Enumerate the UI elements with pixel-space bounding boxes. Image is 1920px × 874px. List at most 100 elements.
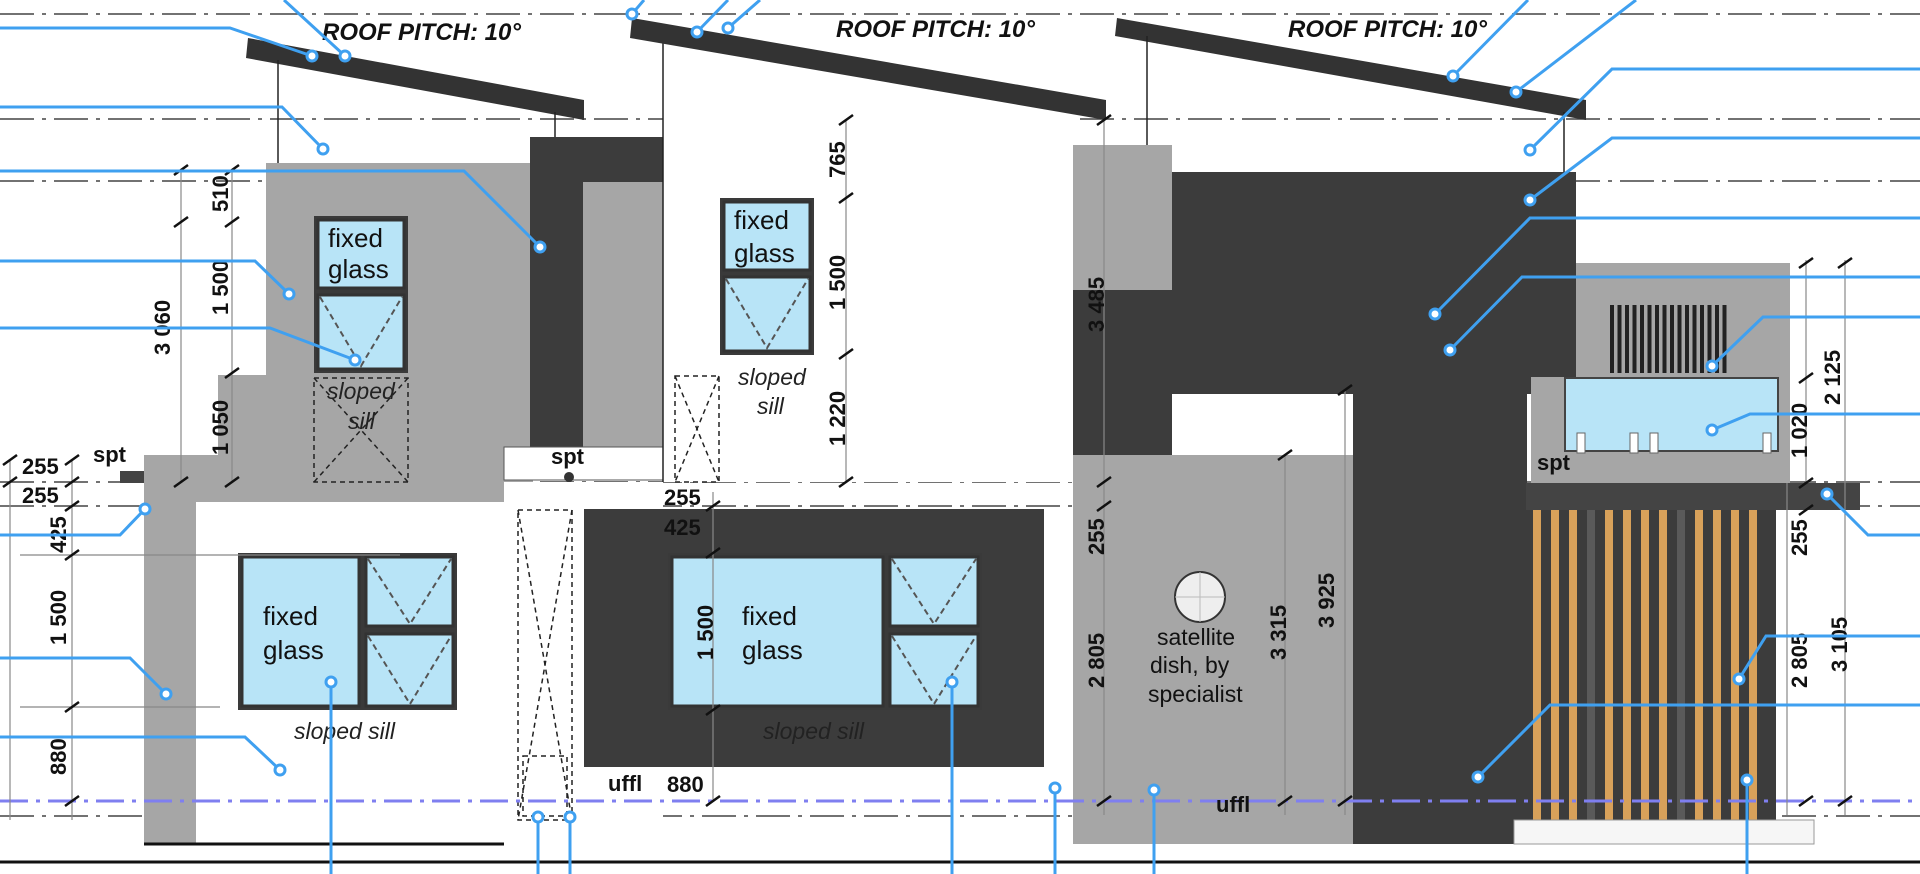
dimension-label: 2 125 xyxy=(1820,350,1845,405)
timber-batten xyxy=(1551,510,1559,820)
timber-batten xyxy=(1749,510,1757,820)
spt-tag: spt xyxy=(551,444,585,469)
timber-batten xyxy=(1731,510,1739,820)
dimension-tick xyxy=(1798,503,1814,517)
annotation-dots xyxy=(138,7,1834,824)
dimension-tick xyxy=(224,475,240,489)
fixed-glass-label: glass xyxy=(328,254,389,284)
dimension-label: 510 xyxy=(208,175,233,212)
spt-tag: spt xyxy=(93,442,127,467)
dimension-tick xyxy=(1096,113,1112,127)
dimension-tick xyxy=(705,546,721,560)
uffl-tag: uffl xyxy=(608,771,642,796)
roof-pitch-label: ROOF PITCH: 10° xyxy=(1288,16,1487,43)
dimension-label: 1 500 xyxy=(46,590,71,645)
louvre-blade xyxy=(1707,305,1712,373)
timber-batten xyxy=(1587,510,1595,820)
dimension-tick xyxy=(64,548,80,562)
dimension-tick xyxy=(838,191,854,205)
dimension-tick xyxy=(173,475,189,489)
louvre-blade xyxy=(1647,305,1652,373)
timber-batten xyxy=(1623,510,1631,820)
dimension-tick xyxy=(64,453,80,467)
dimension-tick xyxy=(1096,499,1112,513)
dimension-label: 1 500 xyxy=(825,255,850,310)
dimension-tick xyxy=(1096,794,1112,808)
dimension-tick xyxy=(1837,794,1853,808)
dimension-tick xyxy=(64,475,80,489)
louvre-blade xyxy=(1722,305,1727,373)
dimension-label: 3 485 xyxy=(1084,277,1109,332)
dimension-label: 425 xyxy=(664,515,701,540)
dimension-tick xyxy=(1798,371,1814,385)
timber-batten xyxy=(1659,510,1667,820)
louvre-blade xyxy=(1632,305,1637,373)
fixed-glass-label: fixed xyxy=(328,223,383,253)
dimension-tick xyxy=(705,703,721,717)
dimension-label: 880 xyxy=(667,772,704,797)
dimension-labels: 510 1 500 3 060 1 050 255 255 425 1 500 … xyxy=(22,141,1852,797)
dimension-tick xyxy=(1096,475,1112,489)
roof-pitch-label: ROOF PITCH: 10° xyxy=(322,19,521,46)
satellite-label: dish, by xyxy=(1150,652,1230,678)
timber-batten xyxy=(1605,510,1613,820)
louvre-blade xyxy=(1685,305,1689,373)
sloped-sill-label: sloped sill xyxy=(294,718,396,744)
satellite-label: satellite xyxy=(1157,624,1235,650)
dimension-tick xyxy=(1798,476,1814,490)
fixed-glass-label: fixed xyxy=(263,601,318,631)
spt-tag: spt xyxy=(1537,450,1571,475)
dimension-label: 255 xyxy=(664,485,701,510)
dimension-tick xyxy=(64,794,80,808)
dimension-ticks xyxy=(2,113,1853,808)
dimension-tick xyxy=(1837,256,1853,270)
dimension-tick xyxy=(173,215,189,229)
fixed-glass-label: fixed xyxy=(742,601,797,631)
dimension-tick xyxy=(705,499,721,513)
louvre-blade xyxy=(1670,305,1674,373)
sloped-sill-label: sloped sill xyxy=(763,718,865,744)
louvre-blade xyxy=(1655,305,1659,373)
timber-batten xyxy=(1695,510,1703,820)
louvre-blade xyxy=(1700,305,1704,373)
timber-batten xyxy=(1641,510,1649,820)
dimension-tick xyxy=(1337,794,1353,808)
dimension-tick xyxy=(838,347,854,361)
louvre-blade xyxy=(1692,305,1697,373)
fixed-glass-label: glass xyxy=(734,238,795,268)
dimension-label: 2 805 xyxy=(1787,633,1812,688)
fixed-glass-label: glass xyxy=(742,635,803,665)
center-block xyxy=(1073,145,1576,844)
roof-pitch-label: ROOF PITCH: 10° xyxy=(836,16,1035,43)
dimension-tick xyxy=(1798,794,1814,808)
dimension-tick xyxy=(1337,383,1353,397)
dimension-tick xyxy=(838,113,854,127)
dimension-label: 1 500 xyxy=(693,605,718,660)
dimension-label: 1 220 xyxy=(825,391,850,446)
level-tags: spt spt spt uffl uffl xyxy=(93,442,1571,817)
fixed-glass-label: glass xyxy=(263,635,324,665)
timber-batten xyxy=(1677,510,1685,820)
dimension-tick xyxy=(1798,256,1814,270)
louvre-screen xyxy=(1610,305,1727,373)
dimension-label: 3 315 xyxy=(1266,605,1291,660)
dimension-label: 255 xyxy=(22,483,59,508)
uffl-tag: uffl xyxy=(1216,792,1250,817)
dimension-label: 1 500 xyxy=(208,260,233,315)
dimension-tick xyxy=(224,366,240,380)
dimension-label: 1 020 xyxy=(1787,403,1812,458)
roof-pitch-labels: ROOF PITCH: 10° ROOF PITCH: 10° ROOF PIT… xyxy=(322,16,1487,46)
satellite-label: specialist xyxy=(1148,681,1243,707)
dimension-label: 880 xyxy=(46,738,71,775)
dimension-label: 3 105 xyxy=(1827,617,1852,672)
dimension-tick xyxy=(224,215,240,229)
louvre-blade xyxy=(1640,305,1644,373)
dimension-tick xyxy=(1277,448,1293,462)
dimension-tick xyxy=(1277,794,1293,808)
dimension-label: 255 xyxy=(1084,518,1109,555)
louvre-blade xyxy=(1677,305,1682,373)
dimension-tick xyxy=(2,453,18,467)
dimension-label: 255 xyxy=(1787,519,1812,556)
louvre-blade xyxy=(1715,305,1719,373)
